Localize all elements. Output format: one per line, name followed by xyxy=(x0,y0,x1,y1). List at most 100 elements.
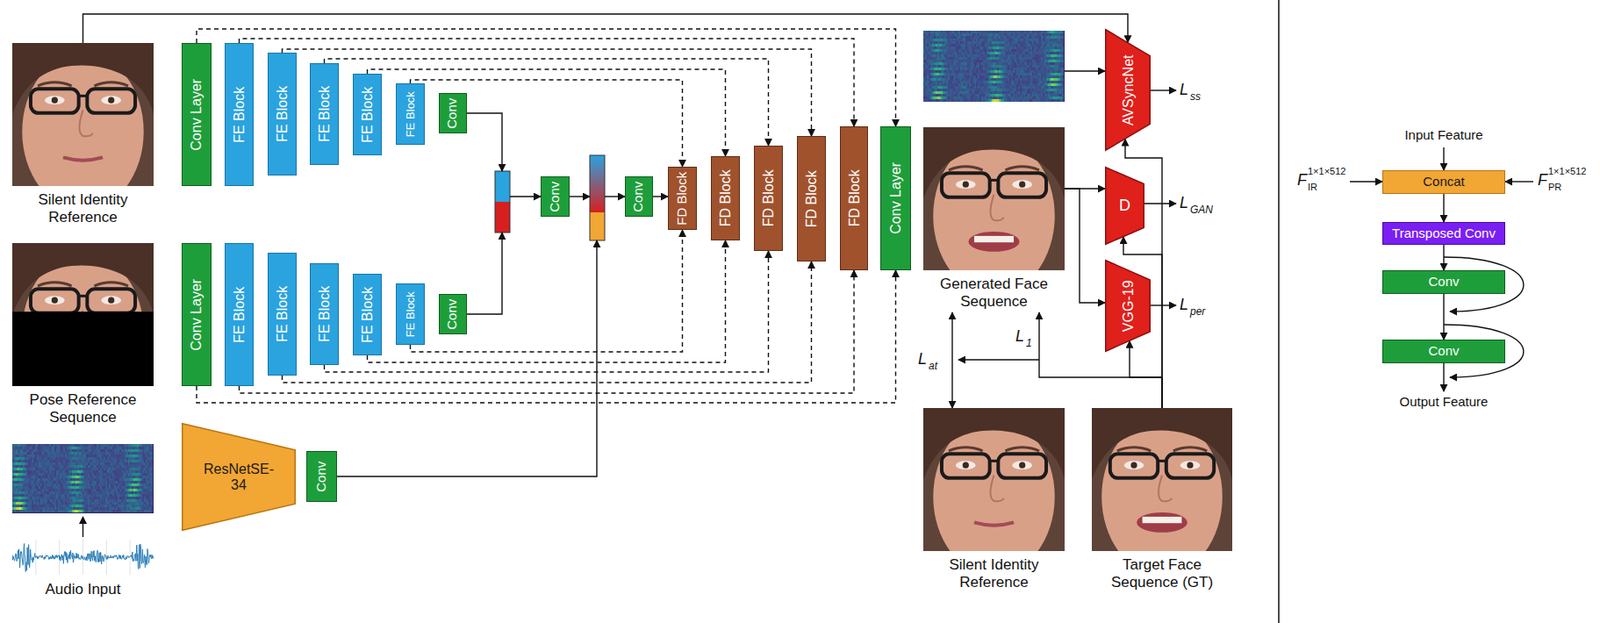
spectrogram-cell xyxy=(1021,91,1024,94)
spectrogram-cell xyxy=(1021,43,1024,47)
spectrogram-cell xyxy=(1044,64,1047,68)
spectrogram-cell xyxy=(993,91,996,94)
spectrogram-cell xyxy=(1044,51,1047,55)
spectrogram-cell xyxy=(1047,67,1050,71)
spectrogram-cell xyxy=(1009,59,1012,63)
spectrogram-cell xyxy=(1012,72,1015,76)
spectrogram-cell xyxy=(1035,54,1038,58)
spectrogram-cell xyxy=(975,67,978,71)
spectrogram-cell xyxy=(1014,70,1017,73)
spectrogram-cell xyxy=(1016,86,1019,89)
spectrogram-cell xyxy=(1030,72,1033,76)
spectrogram-cell xyxy=(954,93,957,97)
spectrogram-cell xyxy=(998,78,1001,81)
spectrogram-cell xyxy=(930,38,933,42)
spectrogram-cell xyxy=(995,99,998,102)
spectrogram-cell xyxy=(958,35,961,39)
spectrogram-cell xyxy=(947,67,950,71)
spectrogram-cell xyxy=(1018,49,1020,52)
spectrogram-cell xyxy=(937,80,940,84)
spectrogram-cell xyxy=(956,57,959,60)
spectrogram-cell xyxy=(944,41,947,44)
spectrogram-cell xyxy=(1000,83,1003,87)
spectrogram-cell xyxy=(1033,93,1036,97)
spectrogram-cell xyxy=(1016,49,1019,52)
spectrogram-cell xyxy=(975,49,978,52)
spectrogram-cell xyxy=(1000,51,1003,55)
spectrogram-cell xyxy=(932,78,934,81)
spectrogram-cell xyxy=(974,35,976,39)
spectrogram-cell xyxy=(947,30,950,34)
spectrogram-cell xyxy=(958,43,961,47)
spectrogram-cell xyxy=(937,83,940,87)
spectrogram-cell xyxy=(1009,75,1012,79)
spectrogram-cell xyxy=(970,93,973,97)
spectrogram-cell xyxy=(933,35,936,39)
spectrogram-cell xyxy=(975,93,978,97)
spectrogram-cell xyxy=(1042,62,1045,65)
spectrogram-cell xyxy=(1018,93,1020,97)
spectrogram-cell xyxy=(1028,70,1031,73)
spectrogram-cell xyxy=(1030,33,1033,36)
spectrogram-cell xyxy=(1049,30,1052,34)
spectrogram-cell xyxy=(1014,62,1017,65)
spectrogram-cell xyxy=(1046,67,1048,71)
spectrogram-cell xyxy=(1019,59,1022,63)
spectrogram-cell xyxy=(1002,51,1005,55)
spectrogram-cell xyxy=(949,75,952,79)
spectrogram-cell xyxy=(1011,62,1013,65)
spectrogram-cell xyxy=(961,67,964,71)
spectrogram-cell xyxy=(956,70,959,73)
spectrogram-cell xyxy=(1002,57,1005,60)
spectrogram-cell xyxy=(1035,64,1038,68)
spectrogram-cell xyxy=(972,99,975,102)
spectrogram-cell xyxy=(932,86,934,89)
spectrogram-cell xyxy=(1018,72,1020,76)
spectrogram-cell xyxy=(939,49,941,52)
spectrogram-cell xyxy=(990,38,992,42)
spectrogram-cell xyxy=(1033,54,1036,58)
spectrogram-cell xyxy=(981,70,983,73)
spectrogram-cell xyxy=(951,35,954,39)
spectrogram-cell xyxy=(1025,93,1027,97)
spectrogram-cell xyxy=(1037,30,1040,34)
spectrogram-cell xyxy=(998,75,1001,79)
spectrogram-cell xyxy=(1037,49,1040,52)
spectrogram-cell xyxy=(939,91,941,94)
spectrogram-cell xyxy=(946,49,948,52)
spectrogram-cell xyxy=(972,54,975,58)
spectrogram-cell xyxy=(1002,78,1005,81)
spectrogram-cell xyxy=(1046,75,1048,79)
spectrogram-cell xyxy=(981,59,983,63)
spectrogram-cell xyxy=(1040,62,1043,65)
spectrogram-cell xyxy=(1028,51,1031,55)
spectrogram-cell xyxy=(923,75,926,79)
spectrogram-cell xyxy=(1044,88,1047,92)
spectrogram-cell xyxy=(981,54,983,58)
spectrogram-cell xyxy=(1021,38,1024,42)
spectrogram-cell xyxy=(970,88,973,92)
spectrogram-cell xyxy=(1035,93,1038,97)
spectrogram-cell xyxy=(970,91,973,94)
spectrogram-cell xyxy=(939,88,941,92)
spectrogram-cell xyxy=(942,54,945,58)
spectrogram-cell xyxy=(947,93,950,97)
spectrogram-cell xyxy=(977,54,980,58)
spectrogram-cell xyxy=(1025,99,1027,102)
spectrogram-cell xyxy=(984,62,987,65)
spectrogram-cell xyxy=(1049,78,1052,81)
spectrogram-cell xyxy=(1007,86,1010,89)
spectrogram-cell xyxy=(1033,43,1036,47)
spectrogram-cell xyxy=(1030,62,1033,65)
spectrogram-cell xyxy=(967,78,969,81)
spectrogram-cell xyxy=(1026,30,1029,34)
spectrogram-cell xyxy=(1035,91,1038,94)
spectrogram-cell xyxy=(1028,96,1031,100)
spectrogram-cell xyxy=(990,35,992,39)
spectrogram-cell xyxy=(974,59,976,63)
spectrogram-cell xyxy=(1021,86,1024,89)
spectrogram-cell xyxy=(991,43,994,47)
spectrogram-cell xyxy=(1042,93,1045,97)
spectrogram-cell xyxy=(1035,35,1038,39)
spectrogram-cell xyxy=(975,54,978,58)
